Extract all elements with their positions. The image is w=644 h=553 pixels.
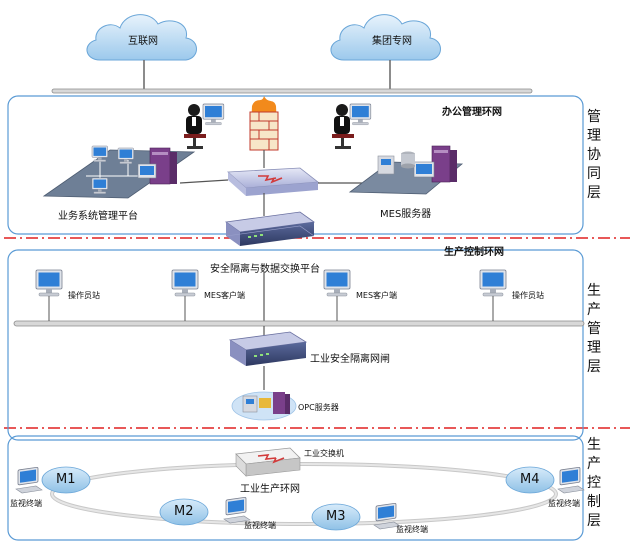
- terminal-label-3: 监视终端: [396, 525, 428, 534]
- management-layer-label: 管 理 协 同 层: [587, 109, 601, 201]
- production-frame: [7, 249, 584, 441]
- gateway-label: 工业安全隔离网闸: [310, 354, 390, 365]
- ring-node-m1-label: M1: [56, 472, 76, 487]
- client-label-3: MES客户端: [356, 291, 398, 300]
- ring-node-m4: [505, 466, 555, 494]
- gateway-icon: [228, 331, 308, 366]
- business-platform-label: 业务系统管理平台: [58, 211, 138, 222]
- client-pc-icon: [35, 269, 507, 321]
- internet-cloud: [86, 14, 197, 61]
- ring-label: 工业生产环网: [240, 484, 300, 495]
- group-network-label: 集团专网: [372, 36, 412, 47]
- production-zone-title: 生产控制环网: [444, 247, 504, 258]
- exchange-platform-icon: [224, 211, 316, 246]
- office-switch-icon: [227, 167, 320, 196]
- office-zone-title: 办公管理环网: [442, 107, 502, 118]
- ring-node-m4-label: M4: [520, 472, 540, 487]
- control-frame: [7, 435, 584, 541]
- client-label-4: 操作员站: [512, 291, 544, 300]
- ring-node-m1: [41, 466, 91, 494]
- terminal-label-1: 监视终端: [10, 499, 42, 508]
- industrial-switch-icon: [235, 447, 301, 477]
- production-layer-label: 生 产 管 理 层: [587, 283, 601, 375]
- ring-node-m3: [311, 503, 361, 531]
- production-bus: [13, 320, 585, 327]
- business-platform-icon: [42, 145, 196, 199]
- firewall-icon: [249, 96, 279, 151]
- terminal-label-2: 监视终端: [244, 521, 276, 530]
- client-label-1: 操作员站: [68, 291, 100, 300]
- internet-label: 互联网: [128, 36, 158, 47]
- exchange-platform-label: 安全隔离与数据交换平台: [210, 264, 320, 275]
- opc-server-icon: [231, 391, 297, 421]
- group-network-cloud: [330, 14, 441, 61]
- terminal-label-4: 监视终端: [548, 499, 580, 508]
- backbone-bus: [51, 88, 533, 94]
- industrial-switch-label: 工业交换机: [304, 449, 344, 458]
- client-label-2: MES客户端: [204, 291, 246, 300]
- opc-label: OPC服务器: [298, 403, 339, 412]
- control-layer-label: 生 产 控 制 层: [587, 437, 601, 529]
- ring-node-m2: [159, 498, 209, 526]
- ring-node-m2-label: M2: [174, 504, 194, 519]
- ring-node-m3-label: M3: [326, 509, 346, 524]
- mes-server-icon: [348, 145, 464, 195]
- mes-server-label: MES服务器: [380, 209, 432, 220]
